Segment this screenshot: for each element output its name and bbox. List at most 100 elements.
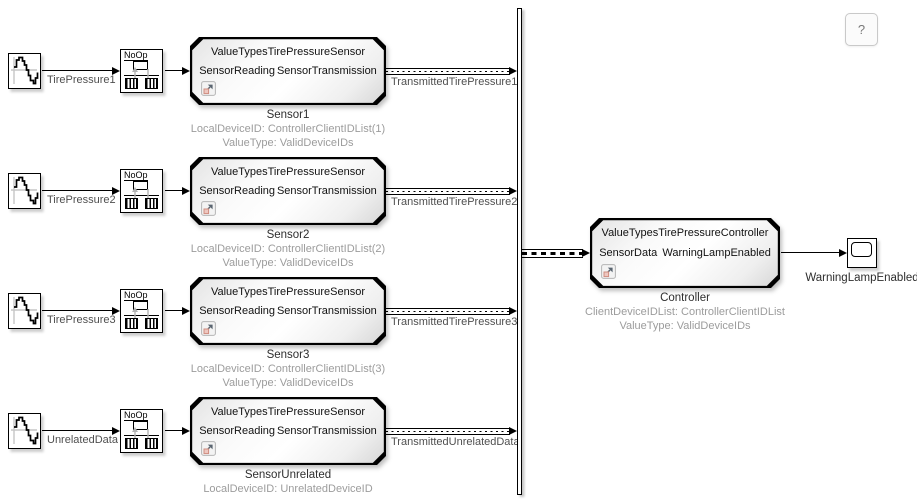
- controller-block[interactable]: ValueTypesTirePressureController SensorD…: [590, 218, 780, 288]
- block-annotation: LocalDeviceID: ControllerClientIDList(3): [190, 363, 386, 375]
- sensor-block[interactable]: ValueTypesTirePressureSensor SensorReadi…: [190, 37, 386, 105]
- noop-divider: [124, 195, 159, 197]
- model-reference-badge-icon[interactable]: [201, 321, 216, 336]
- noop-block-title: NoOp: [124, 410, 148, 421]
- signal-name-label[interactable]: TirePressure2: [47, 194, 116, 206]
- arrowhead-icon: [509, 426, 517, 435]
- signal-name-label[interactable]: UnrelatedData: [47, 434, 118, 446]
- signal-name-label[interactable]: TransmittedUnrelatedData: [391, 436, 520, 448]
- noop-block-title: NoOp: [124, 50, 148, 61]
- input-port-label: SensorReading: [199, 65, 276, 77]
- block-annotation: LocalDeviceID: ControllerClientIDList(2): [190, 243, 386, 255]
- noop-block[interactable]: NoOp: [120, 409, 163, 453]
- block-name-label[interactable]: Controller: [660, 292, 710, 304]
- bus-junction-bar[interactable]: [517, 8, 522, 495]
- arrowhead-icon: [509, 66, 517, 75]
- block-annotation: ValueType: ValidDeviceIDs: [222, 377, 354, 389]
- message-line[interactable]: [386, 428, 510, 435]
- comb-icon: [125, 78, 138, 89]
- block-title: ValueTypesTirePressureSensor: [210, 46, 366, 59]
- input-port-label: SensorReading: [199, 425, 276, 437]
- noop-block[interactable]: NoOp: [120, 49, 163, 93]
- noop-divider: [124, 435, 159, 437]
- message-line[interactable]: [386, 308, 510, 315]
- signal-name-label[interactable]: TransmittedTirePressure2: [391, 196, 518, 208]
- arrowhead-icon: [182, 186, 190, 195]
- output-port-label: SensorTransmission: [276, 305, 377, 317]
- waveform-icon: [11, 56, 39, 85]
- noop-block[interactable]: NoOp: [120, 169, 163, 213]
- message-bus-line[interactable]: [522, 249, 583, 258]
- noop-divider: [124, 75, 159, 77]
- noop-rect-icon: [133, 301, 148, 310]
- sensor-block[interactable]: ValueTypesTirePressureSensor SensorReadi…: [190, 397, 386, 465]
- sensor-block[interactable]: ValueTypesTirePressureSensor SensorReadi…: [190, 277, 386, 345]
- block-title: ValueTypesTirePressureSensor: [210, 406, 366, 419]
- block-face: ValueTypesTirePressureSensor SensorReadi…: [192, 279, 384, 343]
- signal-line[interactable]: [165, 310, 183, 312]
- block-name-label[interactable]: Sensor1: [266, 109, 310, 121]
- input-port-label: SensorData: [599, 247, 658, 259]
- signal-line[interactable]: [165, 70, 183, 72]
- arrowhead-icon: [112, 306, 120, 315]
- comb-icon: [125, 198, 138, 209]
- model-reference-badge-icon[interactable]: [201, 441, 216, 456]
- signal-line[interactable]: [42, 310, 113, 312]
- comb-icon: [145, 318, 158, 329]
- signal-editor-block[interactable]: [8, 413, 41, 449]
- arrowhead-icon: [582, 248, 590, 257]
- block-face: ValueTypesTirePressureSensor SensorReadi…: [192, 39, 384, 103]
- comb-icon: [145, 198, 158, 209]
- model-reference-badge-icon[interactable]: [601, 264, 616, 279]
- signal-line[interactable]: [165, 190, 183, 192]
- arrowhead-icon: [182, 66, 190, 75]
- message-line[interactable]: [386, 188, 510, 195]
- input-port-label: SensorReading: [199, 185, 276, 197]
- block-face: ValueTypesTirePressureSensor SensorReadi…: [192, 159, 384, 223]
- signal-name-label[interactable]: TransmittedTirePressure3: [391, 316, 518, 328]
- waveform-icon: [11, 296, 39, 325]
- arrowhead-icon: [182, 306, 190, 315]
- scope-block[interactable]: [847, 238, 877, 268]
- sensor-row-3: TirePressure3 NoOp ValueTypesTirePressur…: [0, 277, 917, 397]
- noop-divider: [124, 315, 159, 317]
- signal-line[interactable]: [42, 70, 113, 72]
- sensor-row-2: TirePressure2 NoOp ValueTypesTirePressur…: [0, 157, 917, 277]
- signal-name-label[interactable]: TransmittedTirePressure1: [391, 76, 518, 88]
- block-name-label[interactable]: WarningLampEnabled: [805, 272, 917, 284]
- signal-name-label[interactable]: TirePressure1: [47, 74, 116, 86]
- arrowhead-icon: [112, 426, 120, 435]
- help-button[interactable]: ?: [845, 13, 878, 46]
- signal-editor-block[interactable]: [8, 173, 41, 209]
- model-reference-badge-icon[interactable]: [201, 201, 216, 216]
- block-annotation: ValueType: ValidDeviceIDs: [222, 257, 354, 269]
- sensor-row-4: UnrelatedData NoOp ValueTypesTirePressur…: [0, 397, 917, 504]
- block-title: ValueTypesTirePressureSensor: [210, 286, 366, 299]
- scope-screen-icon: [851, 242, 872, 257]
- signal-editor-block[interactable]: [8, 53, 41, 89]
- block-name-label[interactable]: Sensor3: [266, 349, 310, 361]
- signal-name-label[interactable]: TirePressure3: [47, 314, 116, 326]
- arrowhead-icon: [182, 426, 190, 435]
- input-port-label: SensorReading: [199, 305, 276, 317]
- arrowhead-icon: [509, 306, 517, 315]
- arrowhead-icon: [839, 248, 847, 257]
- comb-icon: [125, 438, 138, 449]
- signal-line[interactable]: [165, 430, 183, 432]
- sensor-row-1: TirePressure1 NoOp ValueTypesTirePressur…: [0, 37, 917, 157]
- block-face: ValueTypesTirePressureSensor SensorReadi…: [192, 399, 384, 463]
- signal-line[interactable]: [781, 252, 840, 254]
- signal-editor-block[interactable]: [8, 293, 41, 329]
- block-name-label[interactable]: Sensor2: [266, 229, 310, 241]
- block-name-label[interactable]: SensorUnrelated: [244, 469, 332, 481]
- signal-line[interactable]: [42, 190, 113, 192]
- message-line[interactable]: [386, 68, 510, 75]
- signal-line[interactable]: [42, 430, 113, 432]
- noop-block[interactable]: NoOp: [120, 289, 163, 333]
- model-reference-badge-icon[interactable]: [201, 81, 216, 96]
- output-port-label: SensorTransmission: [276, 185, 377, 197]
- block-annotation: LocalDeviceID: ControllerClientIDList(1): [190, 123, 386, 135]
- output-port-label: WarningLampEnabled: [662, 247, 771, 259]
- sensor-block[interactable]: ValueTypesTirePressureSensor SensorReadi…: [190, 157, 386, 225]
